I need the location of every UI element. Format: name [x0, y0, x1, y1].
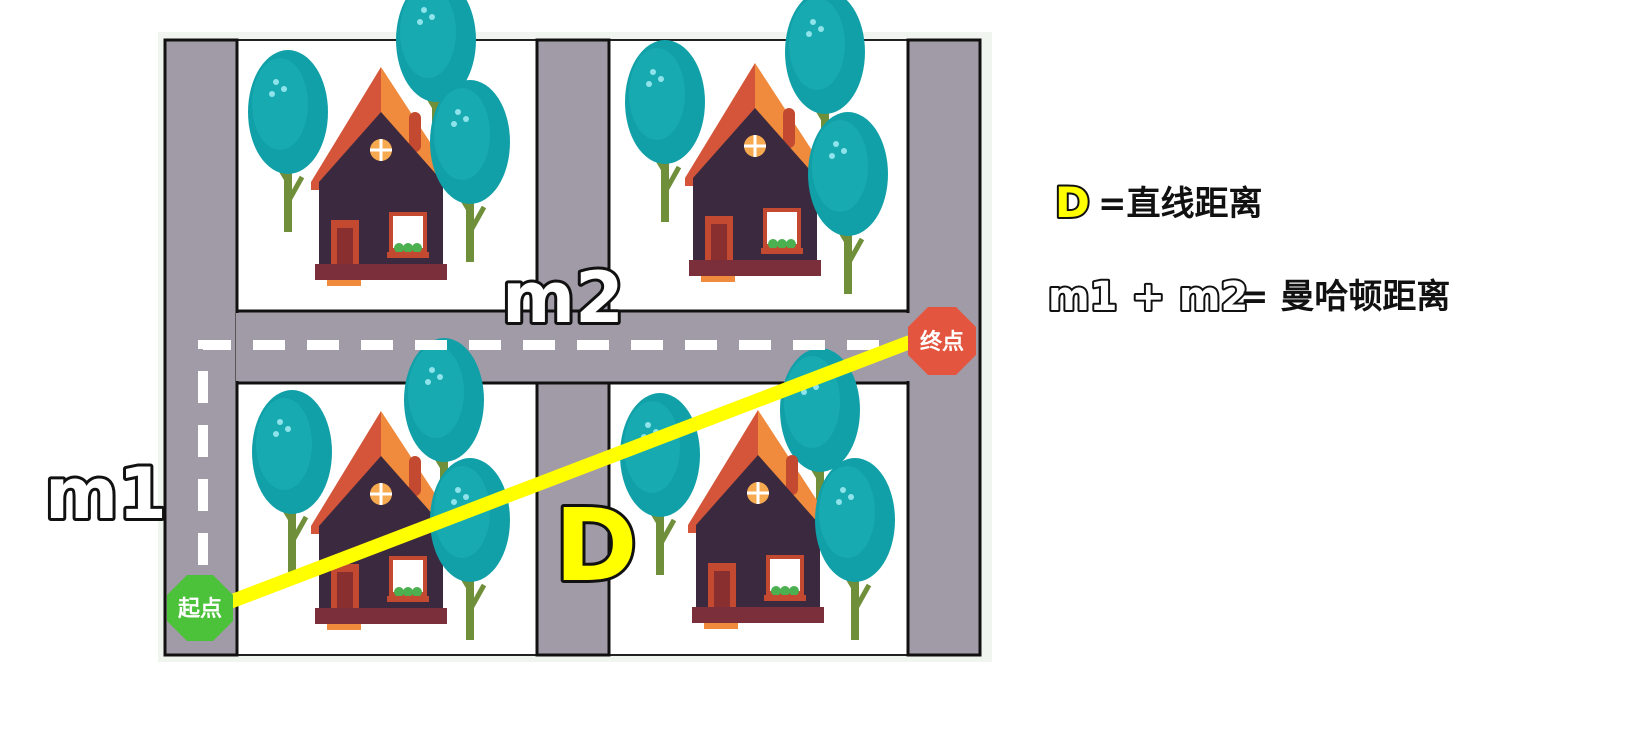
legend-d-symbol: D [1055, 178, 1090, 227]
straight-line-d [219, 335, 913, 612]
end-marker-label: 终点 [920, 329, 964, 355]
start-marker-label: 起点 [177, 596, 222, 622]
label-m2: m2 [502, 257, 624, 339]
manhattan-path [198, 340, 905, 565]
legend-d-text: =直线距离 [1098, 184, 1263, 224]
legend: D =直线距离 m1 + m2 = 曼哈顿距离 [1046, 176, 1450, 322]
start-marker: 起点 [167, 575, 233, 641]
legend-m-symbol: m1 + m2 [1048, 274, 1248, 320]
legend-m-text: = 曼哈顿距离 [1240, 277, 1450, 317]
end-marker: 终点 [908, 307, 976, 375]
stop-sign-icon [908, 307, 976, 375]
stop-sign-icon [167, 575, 233, 641]
label-d: D [554, 487, 637, 604]
label-m1: m1 [45, 453, 167, 535]
